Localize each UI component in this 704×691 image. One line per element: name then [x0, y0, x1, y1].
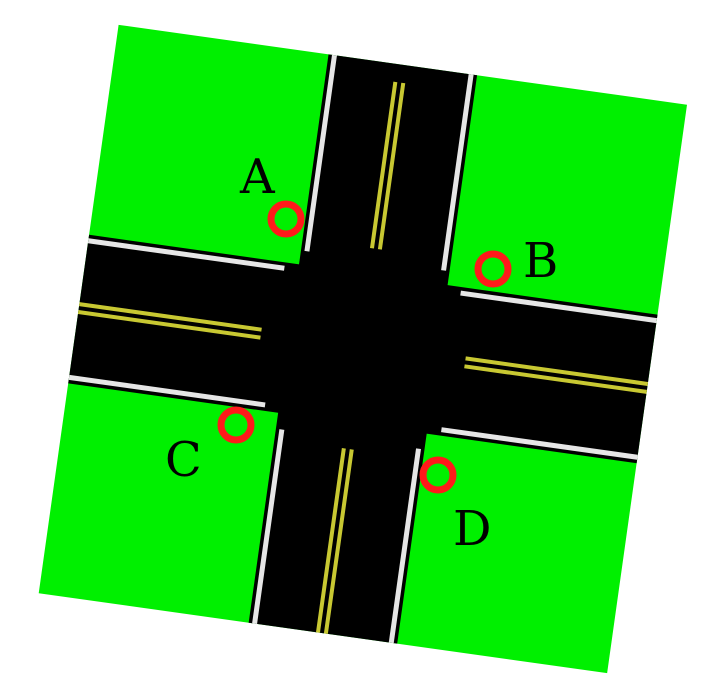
intersection-map	[39, 25, 687, 673]
marker-c-label: C	[165, 432, 202, 488]
marker-b-label: B	[523, 233, 558, 289]
marker-d-label: D	[453, 501, 491, 557]
marker-a-label: A	[239, 149, 276, 205]
